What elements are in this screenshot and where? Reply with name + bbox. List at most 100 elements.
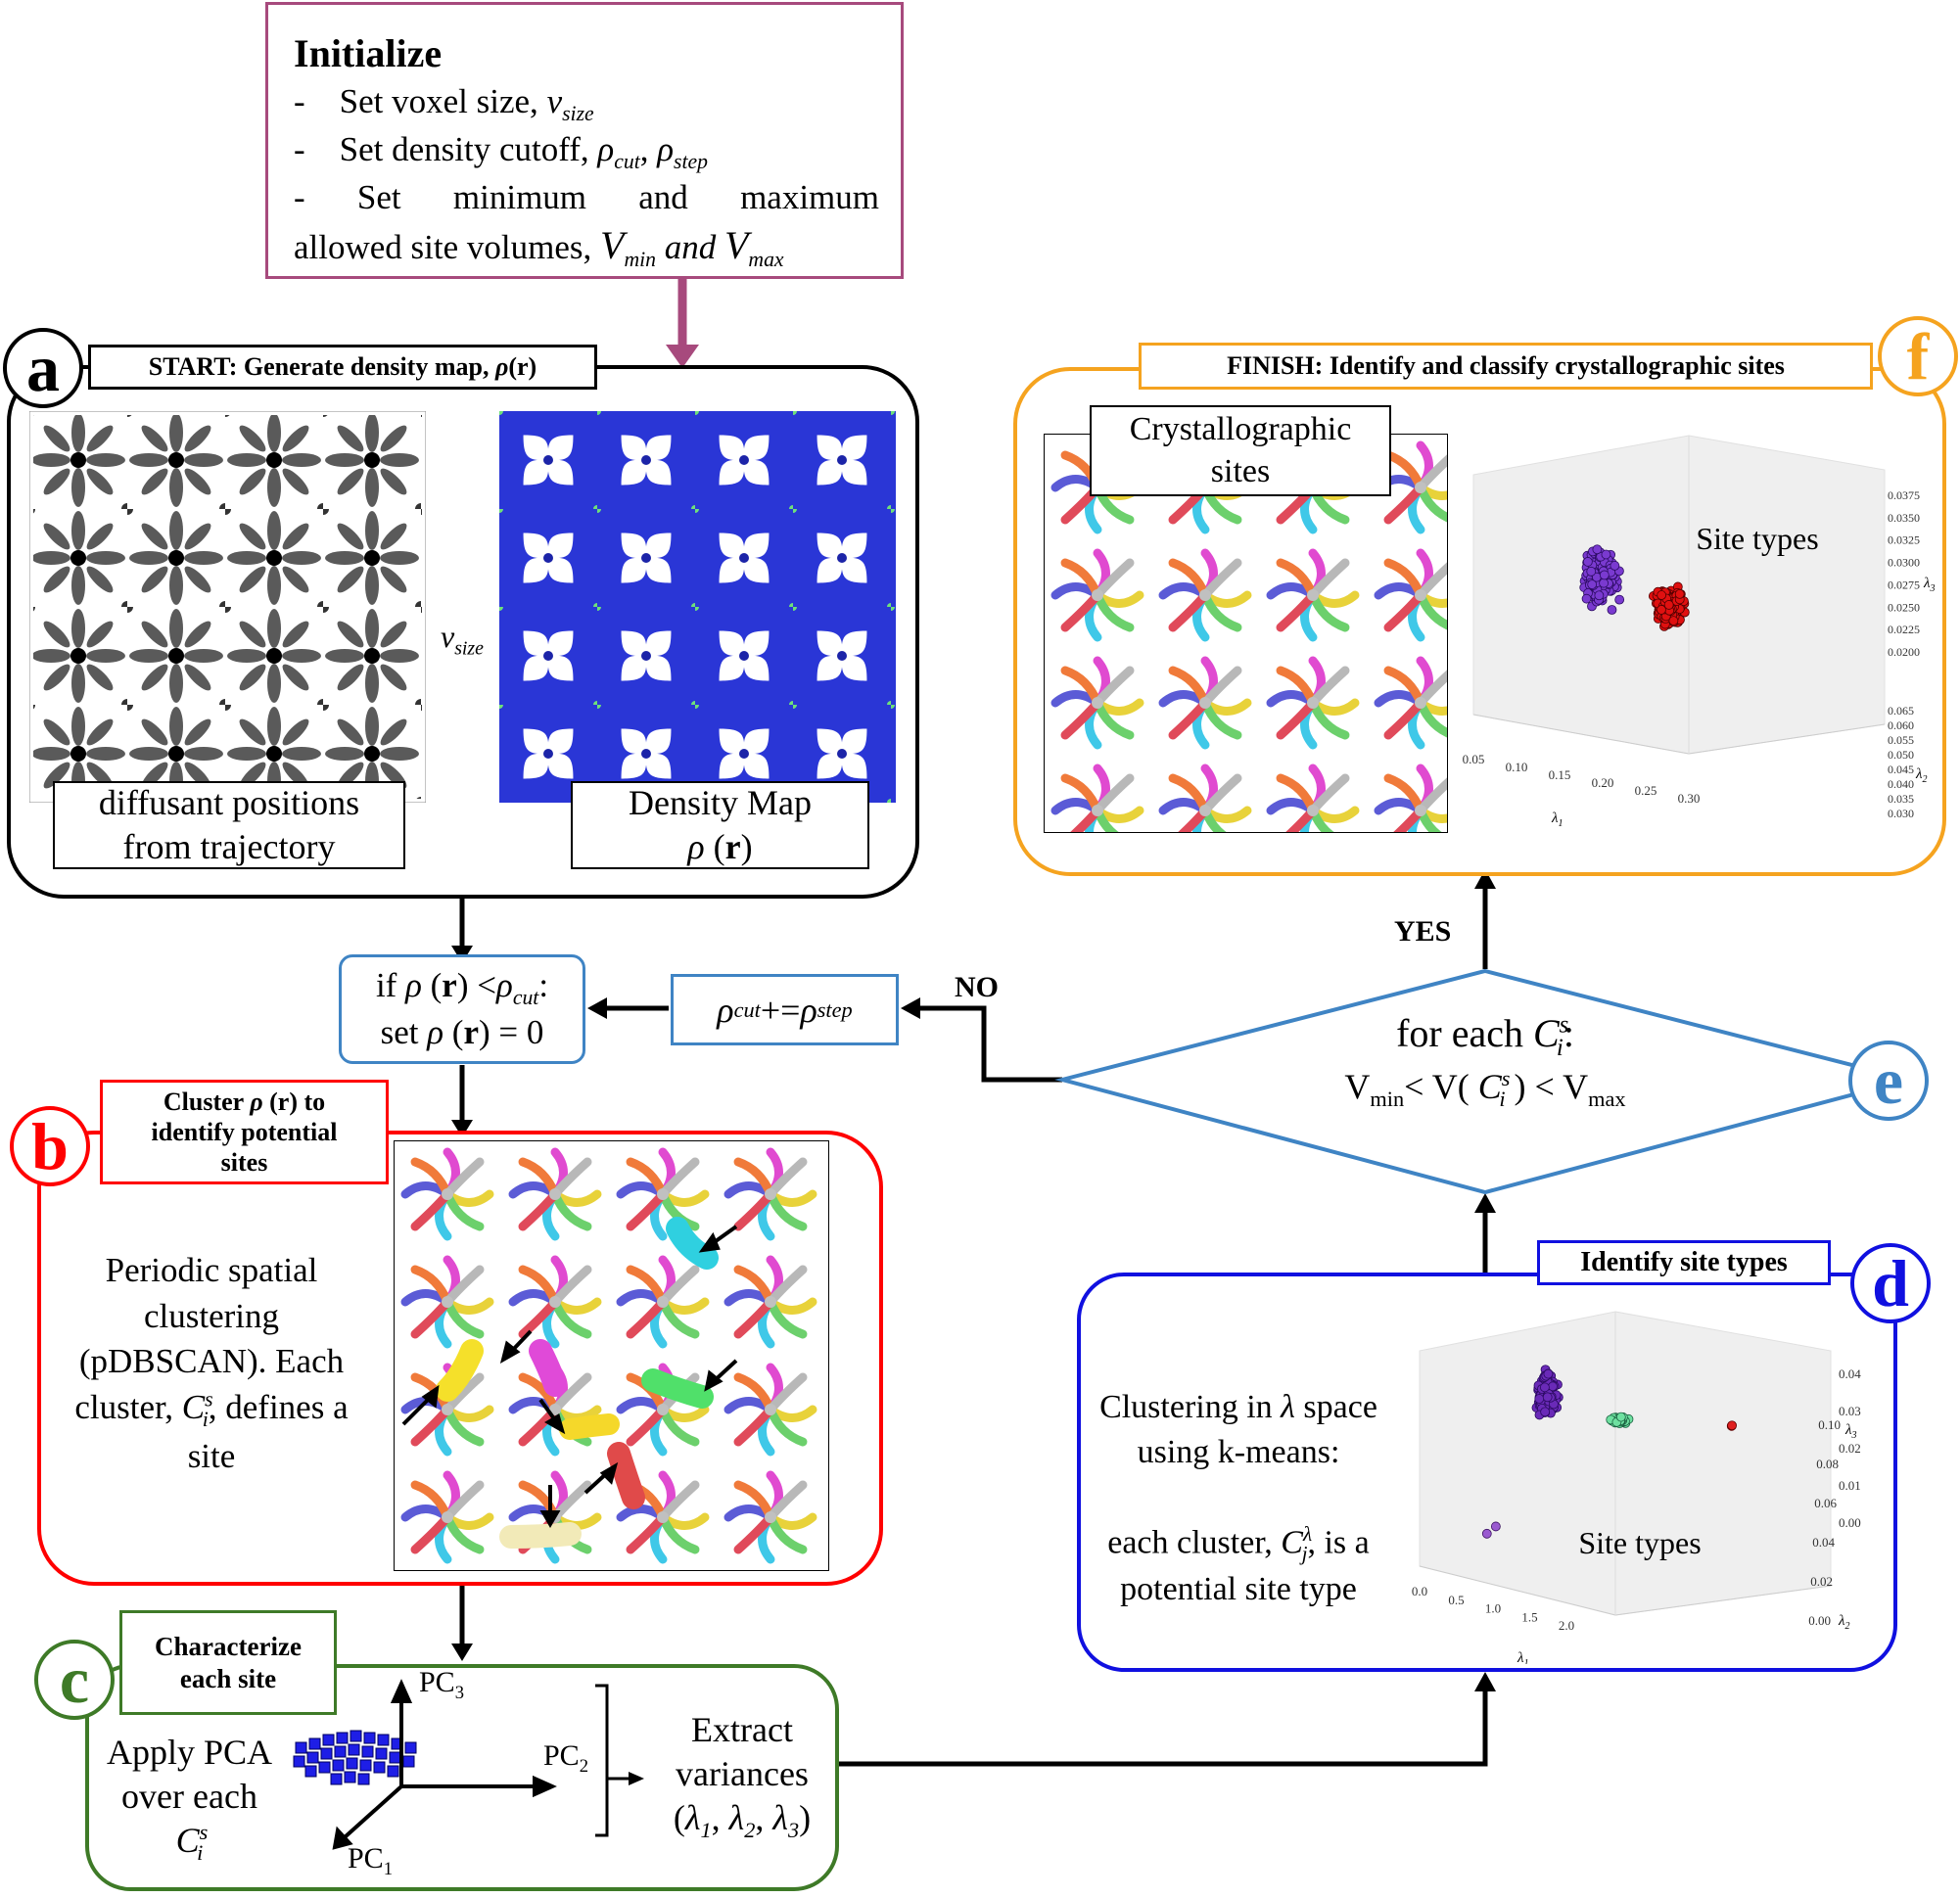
threshold-line1: if ρ (r) <ρcut: [375, 966, 549, 1010]
decision-text: for each Csi: Vmin< V( Csi ) < Vmax [1344, 1011, 1626, 1112]
decision-diamond [1054, 968, 1917, 1195]
site-types-plot-f: Site types 0.050.100.150.200.250.30 0.03… [1463, 435, 1936, 829]
site-type-point-purple [1586, 566, 1597, 577]
plot-f-xlabel: λ1 [1551, 810, 1563, 829]
site-type-point-purple [1539, 1382, 1550, 1393]
plot-f-ytick: 0.030 [1888, 807, 1914, 820]
crystallographic-sites-image [1044, 434, 1448, 833]
threshold-box: if ρ (r) <ρcut: set ρ (r) = 0 [339, 954, 585, 1064]
plot-f-ylabel: λ2 [1915, 766, 1928, 785]
plot-d-label: Site types [1578, 1525, 1701, 1560]
plot-f-xtick: 0.30 [1678, 791, 1701, 806]
plot-f-zlabel: λ3 [1923, 576, 1936, 594]
panel-f-tag: FINISH: Identify and classify crystallog… [1139, 343, 1873, 390]
plot-f-ytick: 0.055 [1888, 733, 1914, 747]
plot-d-ytick: 0.06 [1814, 1496, 1837, 1510]
site-type-point-purple [1534, 1394, 1545, 1404]
plot-d-xtick: 1.0 [1485, 1601, 1501, 1616]
plot-d-ylabel: λ2 [1838, 1613, 1850, 1632]
diffusant-positions-image [29, 411, 426, 803]
site-type-point-purple [1610, 561, 1620, 571]
plot-f-ytick: 0.060 [1888, 718, 1914, 732]
site-type-point-purple [1614, 594, 1625, 605]
plot-d-ytick: 0.02 [1810, 1574, 1833, 1589]
plot-f-ytick: 0.035 [1888, 792, 1914, 806]
plot-d-xtick: 1.5 [1521, 1609, 1537, 1624]
arrow-init-head [666, 345, 699, 368]
site-type-point-red [1668, 616, 1679, 625]
site-type-point-red [1674, 588, 1685, 599]
badge-d: d [1850, 1243, 1931, 1323]
plot-d-xtick: 0.5 [1448, 1593, 1464, 1607]
badge-a: a [3, 328, 83, 408]
plot-f-ztick: 0.0350 [1888, 511, 1920, 525]
panel-d-tag: Identify site types [1537, 1240, 1831, 1285]
site-type-point-purple [1543, 1368, 1554, 1379]
plot-f-ytick: 0.040 [1888, 777, 1914, 791]
initialize-title: Initialize [294, 31, 443, 75]
plot-f-xtick: 0.10 [1506, 760, 1528, 774]
plot-d-ztick: 0.03 [1839, 1404, 1861, 1418]
site-type-point-purple [1490, 1521, 1501, 1532]
plot-d-xlabel: λ1 [1517, 1650, 1529, 1664]
badge-b: b [10, 1106, 90, 1186]
plot-f-ytick: 0.045 [1888, 763, 1914, 776]
arrowhead [1474, 1672, 1496, 1691]
site-type-point-purple [1599, 570, 1610, 580]
site-type-point-purple [1587, 579, 1598, 590]
site-type-point-purple [1540, 1407, 1551, 1417]
pc1-label: PC1 [348, 1842, 393, 1879]
plot-f-xtick: 0.05 [1463, 752, 1485, 766]
arrowhead [901, 997, 920, 1019]
site-type-point-purple [1592, 544, 1603, 555]
arrowhead [1474, 1193, 1496, 1213]
badge-f: f [1878, 316, 1958, 396]
plot-d-ztick: 0.00 [1839, 1515, 1861, 1530]
plot-f-xtick: 0.15 [1549, 767, 1571, 782]
site-type-point-purple [1594, 590, 1605, 601]
apply-pca-text: Apply PCA over each Csi [106, 1733, 273, 1866]
arrowhead [451, 1120, 473, 1137]
plot-d-zlabel: λ3 [1844, 1422, 1857, 1441]
plot-f-ztick: 0.0325 [1888, 533, 1920, 547]
yes-label: YES [1394, 915, 1452, 948]
plot-d-xtick: 2.0 [1559, 1618, 1574, 1633]
site-type-point-red [1663, 600, 1674, 610]
badge-e: e [1848, 1041, 1929, 1121]
pc2-label: PC2 [543, 1739, 588, 1777]
site-type-point-red [1727, 1420, 1737, 1431]
panel-a-tag: START: Generate density map, ρ (r) [88, 345, 597, 390]
site-type-point-red [1657, 605, 1666, 615]
plot-f-ytick: 0.065 [1888, 704, 1914, 718]
caption-density-map: Density Map ρ (r) [571, 781, 869, 869]
site-type-point-purple [1581, 593, 1592, 604]
plot-d-ytick: 0.04 [1812, 1535, 1835, 1550]
site-type-point-purple [1542, 1392, 1553, 1403]
plot-d-ytick: 0.10 [1818, 1417, 1841, 1432]
plot-f-ztick: 0.0225 [1888, 623, 1920, 636]
no-label: NO [955, 971, 999, 1003]
plot-f-xtick: 0.20 [1592, 775, 1614, 790]
initialize-box: Initialize - Set voxel size, vsize - Set… [265, 2, 904, 279]
plot-d-xtick: 0.0 [1412, 1584, 1427, 1598]
pca-axes-figure [293, 1679, 644, 1850]
plot-f-ztick: 0.0200 [1888, 645, 1920, 659]
panel-c-tag: Characterize each site [119, 1610, 337, 1715]
initialize-item-volumes-line2: allowed site volumes, Vmin and Vmax [294, 222, 784, 271]
site-type-point-purple [1607, 605, 1617, 615]
plot-d-ytick: 0.08 [1816, 1457, 1839, 1471]
site-type-point-purple [1601, 549, 1611, 560]
arrowhead [451, 1643, 473, 1661]
threshold-line2: set ρ (r) = 0 [380, 1013, 544, 1052]
site-type-point-purple [1582, 557, 1593, 567]
badge-c: c [34, 1640, 115, 1720]
pc3-label: PC3 [419, 1666, 464, 1703]
plot-f-ztick: 0.0275 [1888, 578, 1920, 591]
panel-b-tag: Cluster ρ (r) to identify potential site… [100, 1080, 389, 1184]
arrowhead [1474, 869, 1496, 889]
initialize-item-density: - Set density cutoff, ρcut, ρstep [294, 130, 708, 174]
